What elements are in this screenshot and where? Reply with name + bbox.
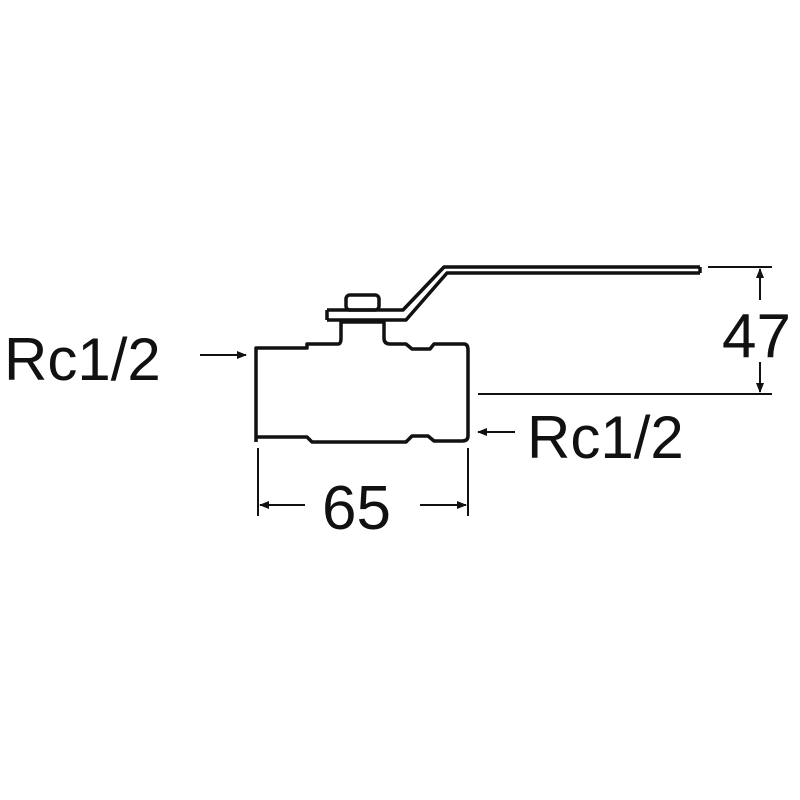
left-port-label: Rc1/2 [4, 326, 161, 393]
lever-handle [325, 265, 702, 322]
valve-body [254, 320, 470, 444]
length-dimension-label: 65 [322, 474, 391, 543]
stem-nut [344, 293, 381, 312]
right-port-label: Rc1/2 [527, 404, 684, 471]
height-dimension-label: 47 [722, 302, 791, 371]
